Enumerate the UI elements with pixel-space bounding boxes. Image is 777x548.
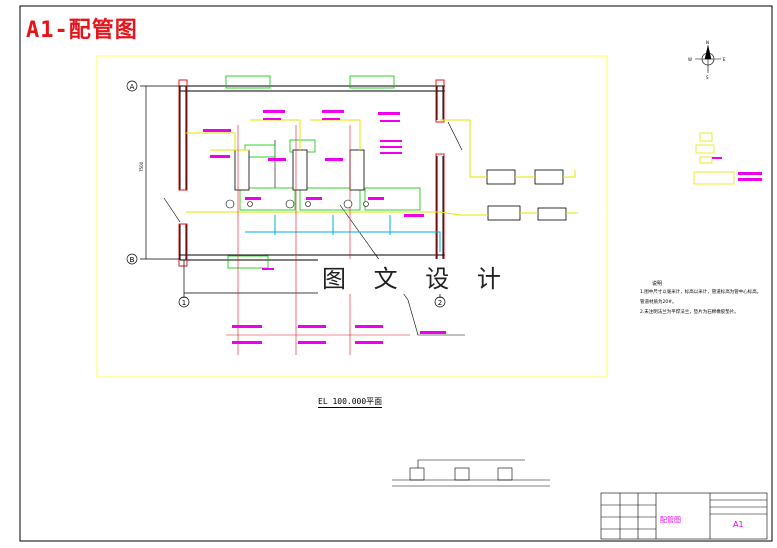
dimension-left: 7500 — [139, 161, 144, 172]
east-label: E — [723, 57, 726, 62]
title-block-code: A1 — [733, 520, 744, 529]
cyan-pipes — [245, 215, 441, 252]
pipe-labels — [203, 110, 446, 344]
title-block — [600, 492, 768, 540]
section-lines — [226, 125, 410, 355]
plan-border — [96, 55, 608, 378]
sheet-frame — [19, 5, 773, 542]
note-line-2: 管道材质为20#。 — [640, 300, 677, 305]
elevation-view — [392, 459, 550, 487]
north-label: N — [706, 40, 709, 45]
south-label: S — [706, 75, 709, 80]
plan-caption: EL 100.000平面 — [318, 397, 383, 408]
north-arrow-icon — [695, 45, 721, 73]
building-columns — [178, 79, 445, 267]
drawing-title: A1-配管图 — [26, 18, 138, 43]
watermark-text: 图 文 设 计 — [318, 259, 515, 294]
legend-symbols — [693, 132, 735, 185]
axis-label-2: 2 — [438, 299, 442, 307]
leader-lines — [163, 121, 465, 336]
axis-label-1: 1 — [182, 299, 186, 307]
axis-label-b: B — [130, 256, 135, 264]
notes-title: 说明 — [652, 281, 663, 287]
west-label: W — [688, 57, 692, 62]
valve-markers — [225, 199, 369, 209]
building-walls — [179, 85, 445, 261]
note-line-1: 1.图中尺寸以毫米计，标高以米计，管道标高为管中心标高。 — [640, 290, 762, 295]
axis-label-a: A — [130, 83, 135, 91]
note-line-3: 2.未注明法兰为平焊法兰，垫片为石棉橡胶垫片。 — [640, 310, 739, 315]
equipment-boxes — [234, 149, 567, 221]
title-block-name: 配管图 — [660, 516, 681, 524]
green-equipment — [225, 75, 421, 269]
legend-labels — [712, 157, 762, 181]
